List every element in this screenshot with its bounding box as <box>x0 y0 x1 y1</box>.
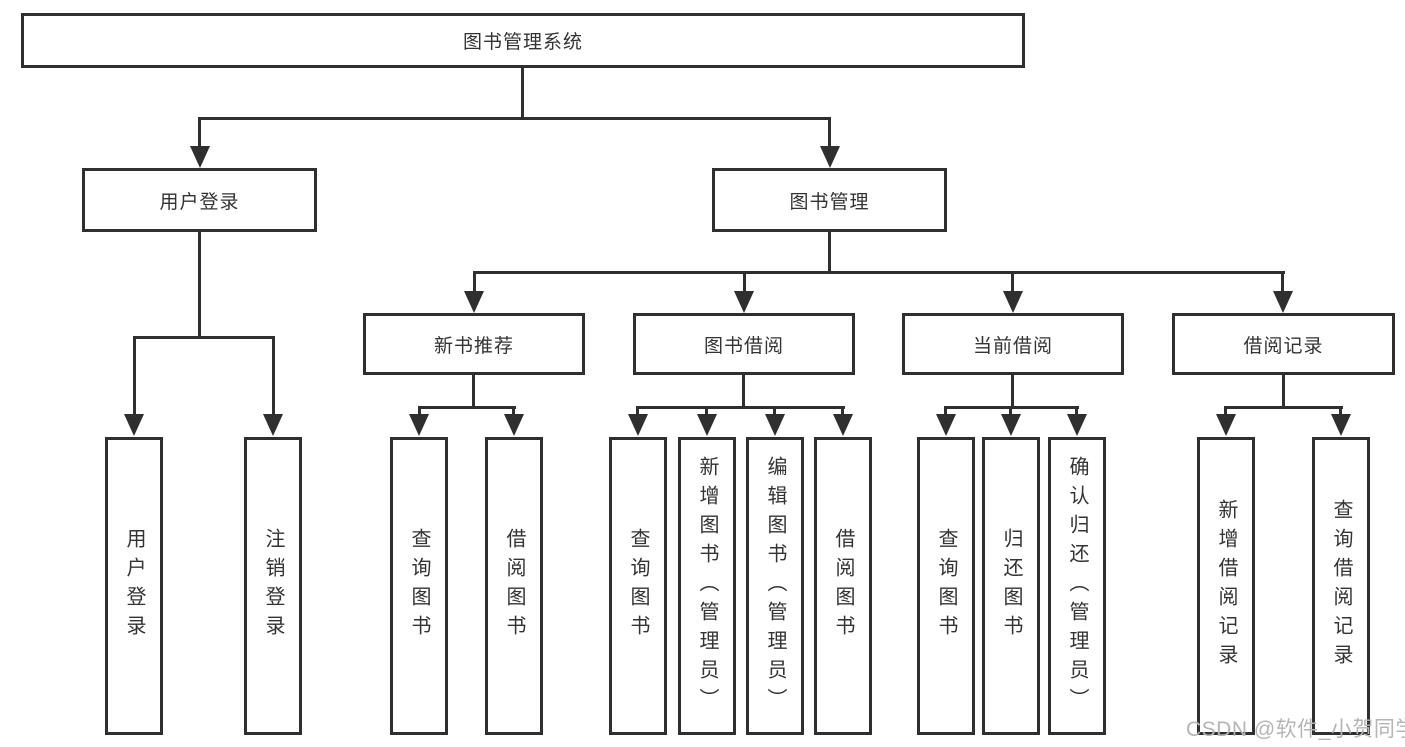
arrow-down-icon <box>734 291 754 313</box>
connector-newbooks-drop-2 <box>512 406 515 416</box>
leaf-records-add: 新增借阅记录 <box>1197 437 1255 735</box>
connector-userlogin-stem <box>198 232 201 336</box>
arrow-down-icon <box>1003 291 1023 313</box>
leaf-current-confirm-admin-label: 确认归还（管理员） <box>1066 455 1088 717</box>
connector-currentborrow-drop-1 <box>944 406 947 416</box>
leaf-records-query: 查询借阅记录 <box>1312 437 1370 735</box>
leaf-borrow-borrow-label: 借阅图书 <box>832 528 854 644</box>
connector-bookborrow-stem <box>742 375 745 406</box>
connector-records-drop-1 <box>1224 406 1227 416</box>
connector-currentborrow-stem <box>1011 375 1014 406</box>
leaf-current-query-label: 查询图书 <box>935 528 957 644</box>
leaf-borrow-query-label: 查询图书 <box>627 528 649 644</box>
connector-records-drop-2 <box>1339 406 1342 416</box>
connector-root-stem <box>521 68 524 117</box>
leaf-borrow-add-admin: 新增图书（管理员） <box>678 437 736 735</box>
leaf-newbook-borrow: 借阅图书 <box>485 437 543 735</box>
connector-currentborrow-rail <box>945 406 1079 409</box>
arrow-down-icon <box>190 146 210 168</box>
arrow-down-icon <box>504 414 524 436</box>
arrow-down-icon <box>263 414 283 436</box>
leaf-borrow-add-admin-label: 新增图书（管理员） <box>696 455 718 717</box>
connector-bookborrow-rail <box>637 406 845 409</box>
node-book-borrow-label: 图书借阅 <box>703 335 784 357</box>
connector-bookmgmt-rail <box>473 271 1285 274</box>
leaf-borrow-query: 查询图书 <box>609 437 667 735</box>
leaf-records-add-label: 新增借阅记录 <box>1215 499 1237 673</box>
node-user-login-label: 用户登录 <box>159 191 240 213</box>
connector-newbooks-rail <box>418 406 516 409</box>
leaf-newbook-query: 查询图书 <box>390 437 448 735</box>
node-new-book-recommend-label: 新书推荐 <box>433 335 514 357</box>
connector-bookmgmt-stem <box>828 232 831 271</box>
connector-bookmgmt-drop-3 <box>1011 271 1014 291</box>
connector-bookmgmt-drop-4 <box>1281 271 1284 291</box>
leaf-current-confirm-admin: 确认归还（管理员） <box>1048 437 1106 735</box>
connector-newbooks-stem <box>472 375 475 406</box>
connector-bookmgmt-drop-2 <box>743 271 746 291</box>
arrow-down-icon <box>936 414 956 436</box>
arrow-down-icon <box>1216 414 1236 436</box>
arrow-down-icon <box>697 414 717 436</box>
connector-bookborrow-drop-1 <box>636 406 639 416</box>
connector-bookborrow-drop-2 <box>705 406 708 416</box>
arrow-down-icon <box>1331 414 1351 436</box>
node-borrow-records: 借阅记录 <box>1172 313 1395 375</box>
arrow-down-icon <box>820 146 840 168</box>
leaf-current-return: 归还图书 <box>982 437 1040 735</box>
leaf-current-query: 查询图书 <box>917 437 975 735</box>
leaf-borrow-borrow: 借阅图书 <box>814 437 872 735</box>
node-current-borrow-label: 当前借阅 <box>972 335 1053 357</box>
arrow-down-icon <box>1273 291 1293 313</box>
leaf-logout-label: 注销登录 <box>262 528 284 644</box>
node-book-management-label: 图书管理 <box>789 191 870 213</box>
node-book-management: 图书管理 <box>712 168 947 232</box>
connector-bookborrow-drop-4 <box>841 406 844 416</box>
leaf-borrow-edit-admin: 编辑图书（管理员） <box>746 437 804 735</box>
connector-root-drop-left <box>198 117 201 148</box>
node-new-book-recommend: 新书推荐 <box>363 313 585 375</box>
csdn-watermark: CSDN @软件_小贺同学 <box>1186 718 1405 741</box>
arrow-down-icon <box>765 414 785 436</box>
connector-userlogin-drop-1 <box>133 336 136 416</box>
node-borrow-records-label: 借阅记录 <box>1243 335 1324 357</box>
node-book-borrow: 图书借阅 <box>633 313 855 375</box>
leaf-user-login: 用户登录 <box>105 437 163 735</box>
connector-bookmgmt-drop-1 <box>473 271 476 291</box>
connector-root-rail <box>198 117 831 120</box>
node-root-label: 图书管理系统 <box>462 32 583 53</box>
leaf-user-login-label: 用户登录 <box>123 528 145 644</box>
connector-records-rail <box>1225 406 1343 409</box>
leaf-logout: 注销登录 <box>244 437 302 735</box>
connector-currentborrow-drop-2 <box>1009 406 1012 416</box>
leaf-newbook-borrow-label: 借阅图书 <box>503 528 525 644</box>
leaf-records-query-label: 查询借阅记录 <box>1330 499 1352 673</box>
connector-currentborrow-drop-3 <box>1075 406 1078 416</box>
arrow-down-icon <box>833 414 853 436</box>
connector-userlogin-rail <box>133 336 275 339</box>
arrow-down-icon <box>464 291 484 313</box>
arrow-down-icon <box>1001 414 1021 436</box>
node-root: 图书管理系统 <box>21 13 1025 68</box>
node-user-login: 用户登录 <box>82 168 317 232</box>
connector-newbooks-drop-1 <box>418 406 421 416</box>
connector-bookborrow-drop-3 <box>773 406 776 416</box>
node-current-borrow: 当前借阅 <box>902 313 1124 375</box>
leaf-current-return-label: 归还图书 <box>1000 528 1022 644</box>
arrow-down-icon <box>124 414 144 436</box>
connector-userlogin-drop-2 <box>272 336 275 416</box>
connector-root-drop-right <box>828 117 831 148</box>
arrow-down-icon <box>1067 414 1087 436</box>
arrow-down-icon <box>409 414 429 436</box>
leaf-newbook-query-label: 查询图书 <box>408 528 430 644</box>
connector-records-stem <box>1282 375 1285 406</box>
leaf-borrow-edit-admin-label: 编辑图书（管理员） <box>764 455 786 717</box>
arrow-down-icon <box>628 414 648 436</box>
